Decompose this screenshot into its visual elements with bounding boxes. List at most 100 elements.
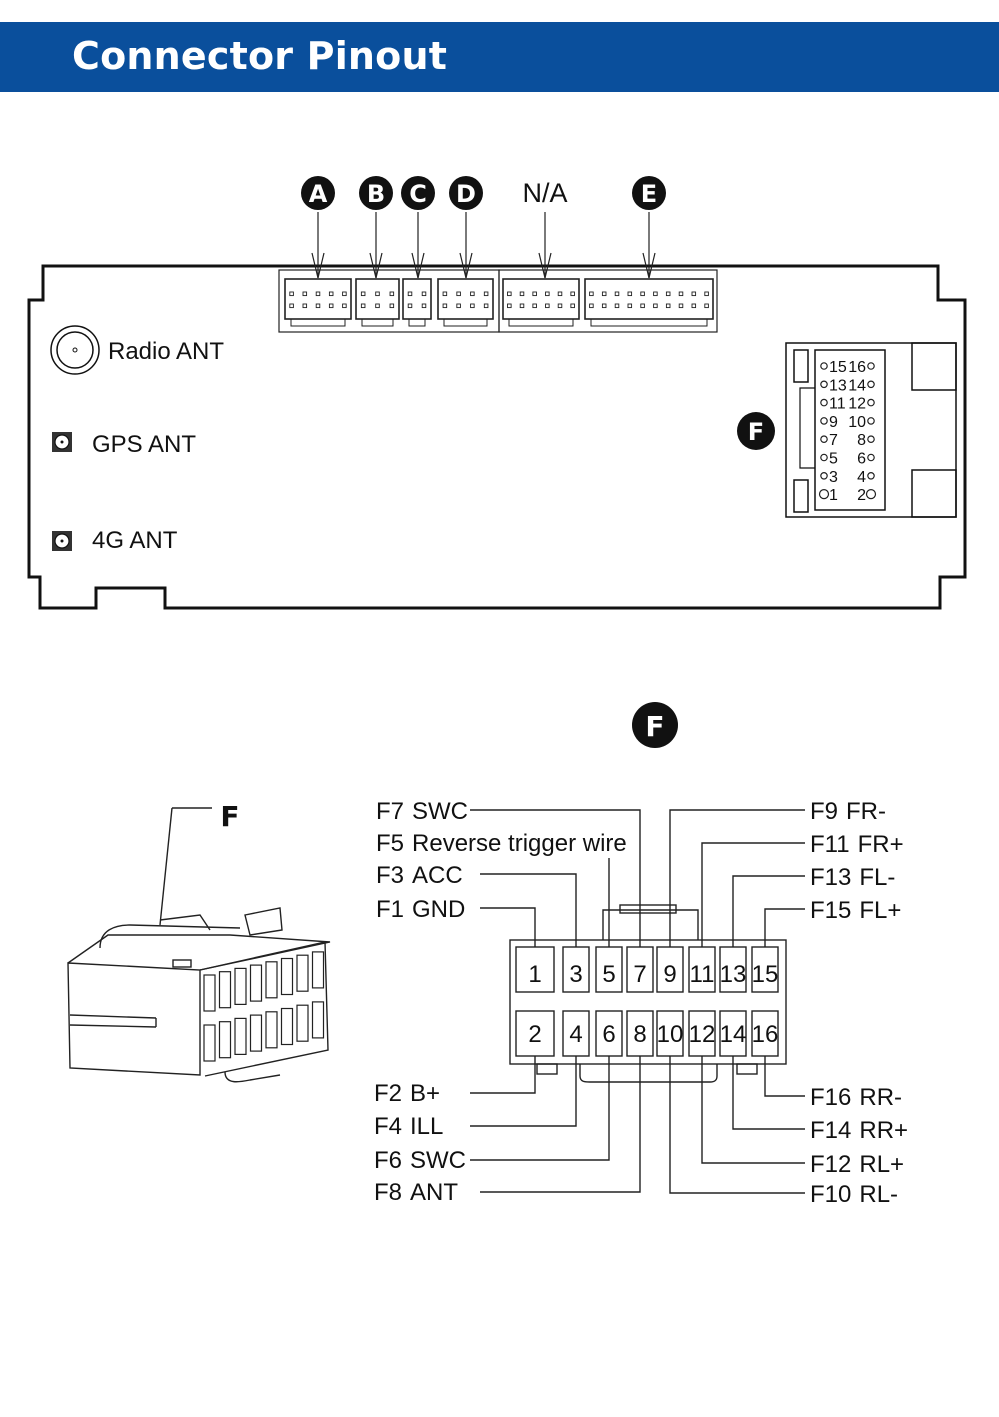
pin-hole-icon xyxy=(820,453,828,462)
gps-ant-jack: GPS ANT xyxy=(52,431,196,458)
connector-label-na: N/A xyxy=(522,178,568,279)
header-pin xyxy=(442,303,448,309)
pin-hole-icon xyxy=(867,398,875,407)
header-pin xyxy=(614,291,620,297)
pin-hole-icon xyxy=(818,489,830,500)
header-pin xyxy=(532,303,537,309)
f-port-pin-number: 6 xyxy=(857,451,866,468)
header-pin xyxy=(653,303,658,309)
header-pin xyxy=(507,303,512,309)
header-pin xyxy=(691,291,697,297)
pin-number: 13 xyxy=(720,961,747,988)
connector-badge-label: B xyxy=(367,180,385,208)
pin-number: 3 xyxy=(569,961,582,988)
f-plug-callout: F xyxy=(220,800,239,833)
connector-badge-label: E xyxy=(641,180,657,208)
connector-na xyxy=(502,278,580,327)
f-port-pin-number: 9 xyxy=(829,414,838,431)
connector-label-e: E xyxy=(632,176,666,279)
plug-slot xyxy=(249,1014,263,1052)
connector-badge xyxy=(632,176,666,210)
header-pin xyxy=(389,291,395,297)
plug-slot xyxy=(311,1001,325,1039)
f-port-pin-number: 13 xyxy=(829,377,847,394)
connector-label-b: B xyxy=(359,176,393,279)
plug-slot xyxy=(203,974,216,1012)
pin-hole-icon xyxy=(867,453,875,462)
f-port-pin-number: 3 xyxy=(829,469,838,486)
header-pin xyxy=(315,291,321,297)
f-port-pin-number: 16 xyxy=(848,359,866,376)
header-pin xyxy=(315,303,321,309)
header-pin xyxy=(627,303,633,309)
pin-hole-icon xyxy=(867,471,875,480)
f-port-pin-number: 10 xyxy=(848,414,866,431)
connector-badge xyxy=(401,176,435,210)
header-pin xyxy=(665,291,671,297)
plug-slot xyxy=(203,1024,216,1062)
pin-number: 2 xyxy=(528,1021,541,1048)
header-pin xyxy=(557,291,563,297)
pin-number: 16 xyxy=(752,1021,779,1048)
round-antenna-jack-icon xyxy=(50,325,100,375)
header-pin xyxy=(665,303,671,309)
pin-hole-icon xyxy=(820,398,828,407)
pin-hole-icon xyxy=(865,489,877,500)
header-pin xyxy=(342,291,347,297)
header-pin xyxy=(640,291,645,297)
connector-badge xyxy=(449,176,483,210)
header-pin xyxy=(704,303,709,309)
connector-d xyxy=(437,278,494,327)
header-pin xyxy=(678,291,684,297)
plug-slot xyxy=(296,954,309,992)
f-port-pin-number: 8 xyxy=(857,432,866,449)
header-pin xyxy=(375,303,380,309)
f-section-badge-label: F xyxy=(645,710,664,743)
plug-slot xyxy=(265,1011,278,1049)
page-title: Connector Pinout xyxy=(72,34,448,78)
header-pin xyxy=(589,303,594,309)
header-pin xyxy=(289,303,294,309)
f-port-pin-number: 4 xyxy=(857,469,866,486)
header-pin xyxy=(442,291,448,297)
header-pin xyxy=(614,303,620,309)
connector-badge xyxy=(301,176,335,210)
plug-slot xyxy=(249,964,263,1002)
pin-hole-icon xyxy=(820,471,828,480)
radio-ant-jack: Radio ANT xyxy=(50,325,224,375)
plug-slot xyxy=(296,1004,309,1042)
connector-badge-label: D xyxy=(456,180,476,208)
connector-badge-label: C xyxy=(409,180,427,208)
header-pin xyxy=(570,291,575,297)
connector-na-label: N/A xyxy=(522,178,567,208)
header-pin xyxy=(589,291,594,297)
4g-ant-jack: 4G ANT xyxy=(52,527,178,554)
header-pin xyxy=(570,303,575,309)
header-pin xyxy=(470,303,475,309)
pin-hole-icon xyxy=(867,417,875,425)
header-pin xyxy=(456,291,461,297)
pin-hole-icon xyxy=(867,362,875,370)
f-port-pin-number: 7 xyxy=(829,432,838,449)
header-pin xyxy=(328,303,334,309)
header-pin xyxy=(470,291,475,297)
pin-number: 11 xyxy=(690,961,715,988)
f-port-pin-number: 11 xyxy=(829,396,846,413)
header-pin xyxy=(407,303,413,309)
f-port-badge-label: F xyxy=(748,418,764,446)
